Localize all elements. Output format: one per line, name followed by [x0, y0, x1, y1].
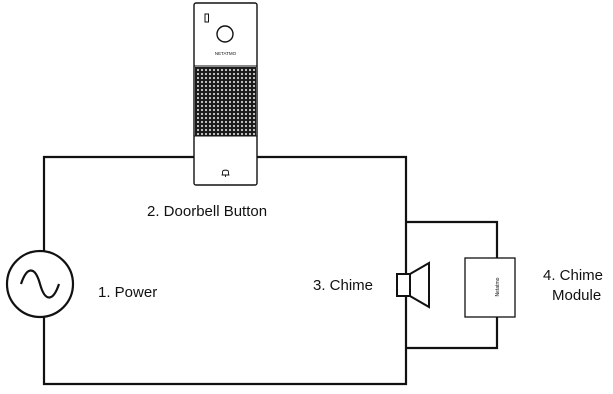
- wire-top-right: [257, 155, 408, 222]
- circuit-wires: [42, 155, 499, 386]
- wire-bottom: [42, 317, 408, 386]
- label-chime-module-line2: Module: [552, 287, 602, 304]
- doorbell-device: NETATMO: [193, 2, 258, 186]
- chime-module-box: [464, 257, 516, 318]
- camera-lens-icon: [216, 25, 234, 43]
- doorbell-indicator: [204, 13, 209, 23]
- label-doorbell-button: 2. Doorbell Button: [147, 203, 268, 220]
- label-power: 1. Power: [98, 284, 158, 301]
- wire-top-left: [42, 155, 194, 251]
- label-chime-module-line1: 4. Chime: [543, 267, 604, 284]
- chime-module-brand: Netatmo: [495, 277, 501, 296]
- chime-module: Netatmo: [464, 257, 516, 318]
- wire-branch-top: [406, 220, 499, 258]
- bell-icon: [221, 169, 230, 177]
- ac-sine-wave-icon: [19, 269, 61, 299]
- label-chime: 3. Chime: [313, 277, 374, 294]
- speaker-grille: [195, 67, 256, 136]
- speaker-icon: [396, 261, 430, 309]
- power-source: [5, 249, 75, 319]
- doorbell-brand: NETATMO: [215, 51, 237, 56]
- wire-branch-bottom: [406, 317, 499, 350]
